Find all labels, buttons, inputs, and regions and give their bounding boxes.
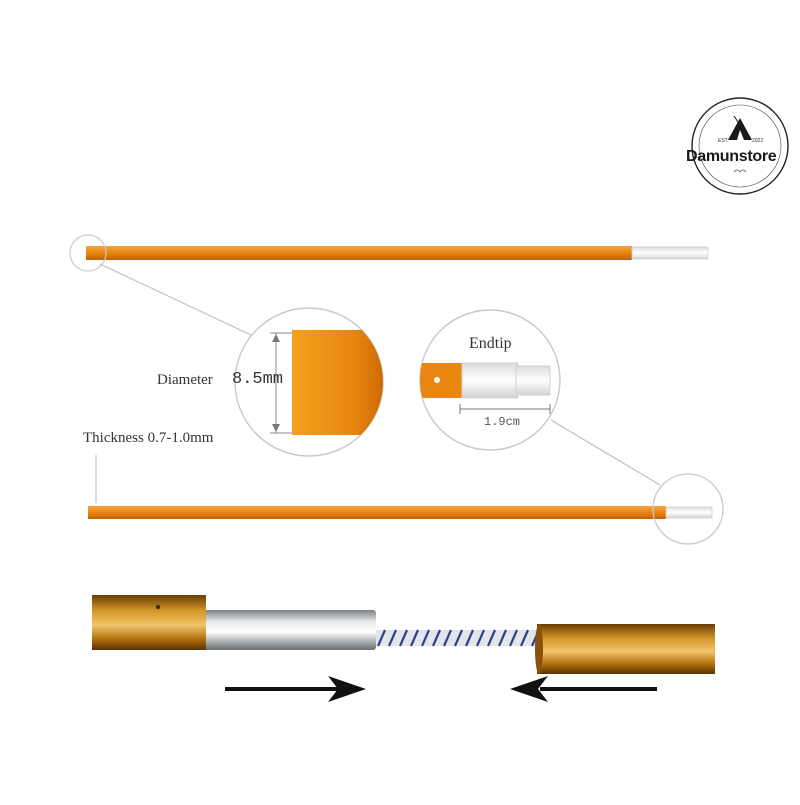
spring-coil-turn [420, 629, 431, 647]
endtip-label: Endtip [469, 335, 512, 352]
spring-coil-turn [409, 629, 420, 647]
diameter-zoom-circle [234, 307, 384, 457]
endtip-length: 1.9cm [484, 415, 521, 429]
thickness-label: Thickness 0.7-1.0mm [83, 430, 214, 446]
spring-coil-turn [376, 629, 387, 647]
diameter-value: 8.5mm [232, 370, 284, 389]
pole-cross-section [292, 330, 383, 435]
second-pole-endtip [665, 506, 713, 519]
spring-coil-turn [453, 629, 464, 647]
spring-coil-turn [398, 629, 409, 647]
logo-year: 2022 [752, 138, 763, 144]
spring-coil-turn [464, 629, 475, 647]
insert-direction-arrows [225, 676, 657, 702]
top-pole-zoom-marker [69, 234, 107, 272]
second-tent-pole [88, 506, 713, 519]
right-arrow [225, 676, 366, 702]
damunstore-logo: EST 2022 [691, 97, 789, 195]
spring-coil-turn [475, 629, 486, 647]
shock-cord-spring [372, 629, 542, 647]
spring-coil-turn [387, 629, 398, 647]
spring-coil-turn [442, 629, 453, 647]
spring-coil-turn [486, 629, 497, 647]
spring-coil-turn [497, 629, 508, 647]
left-pole-section [92, 595, 206, 650]
right-pole-section [537, 624, 715, 674]
endtip-cap [515, 365, 551, 396]
tent-icon [728, 115, 752, 141]
spring-coil-turn [519, 629, 530, 647]
endtip-pole-end [420, 363, 464, 398]
left-arrow [510, 676, 657, 702]
endtip-zoom-circle [419, 309, 561, 451]
leaf-mark-icon [733, 169, 747, 173]
spring-coil-turn [508, 629, 519, 647]
top-pole-endtip [631, 246, 709, 260]
pole-joint-illustration [92, 595, 715, 674]
top-tent-pole [86, 246, 709, 260]
endtip-sleeve [461, 362, 519, 399]
diameter-label: Diameter [157, 372, 213, 388]
spring-coil-turn [431, 629, 442, 647]
logo-est: EST [718, 138, 728, 144]
callout-leader-lines [95, 263, 661, 503]
logo-brand-name: Damunstore [686, 148, 777, 165]
second-pole-zoom-marker [652, 473, 724, 545]
metal-connector-sleeve [200, 610, 376, 650]
